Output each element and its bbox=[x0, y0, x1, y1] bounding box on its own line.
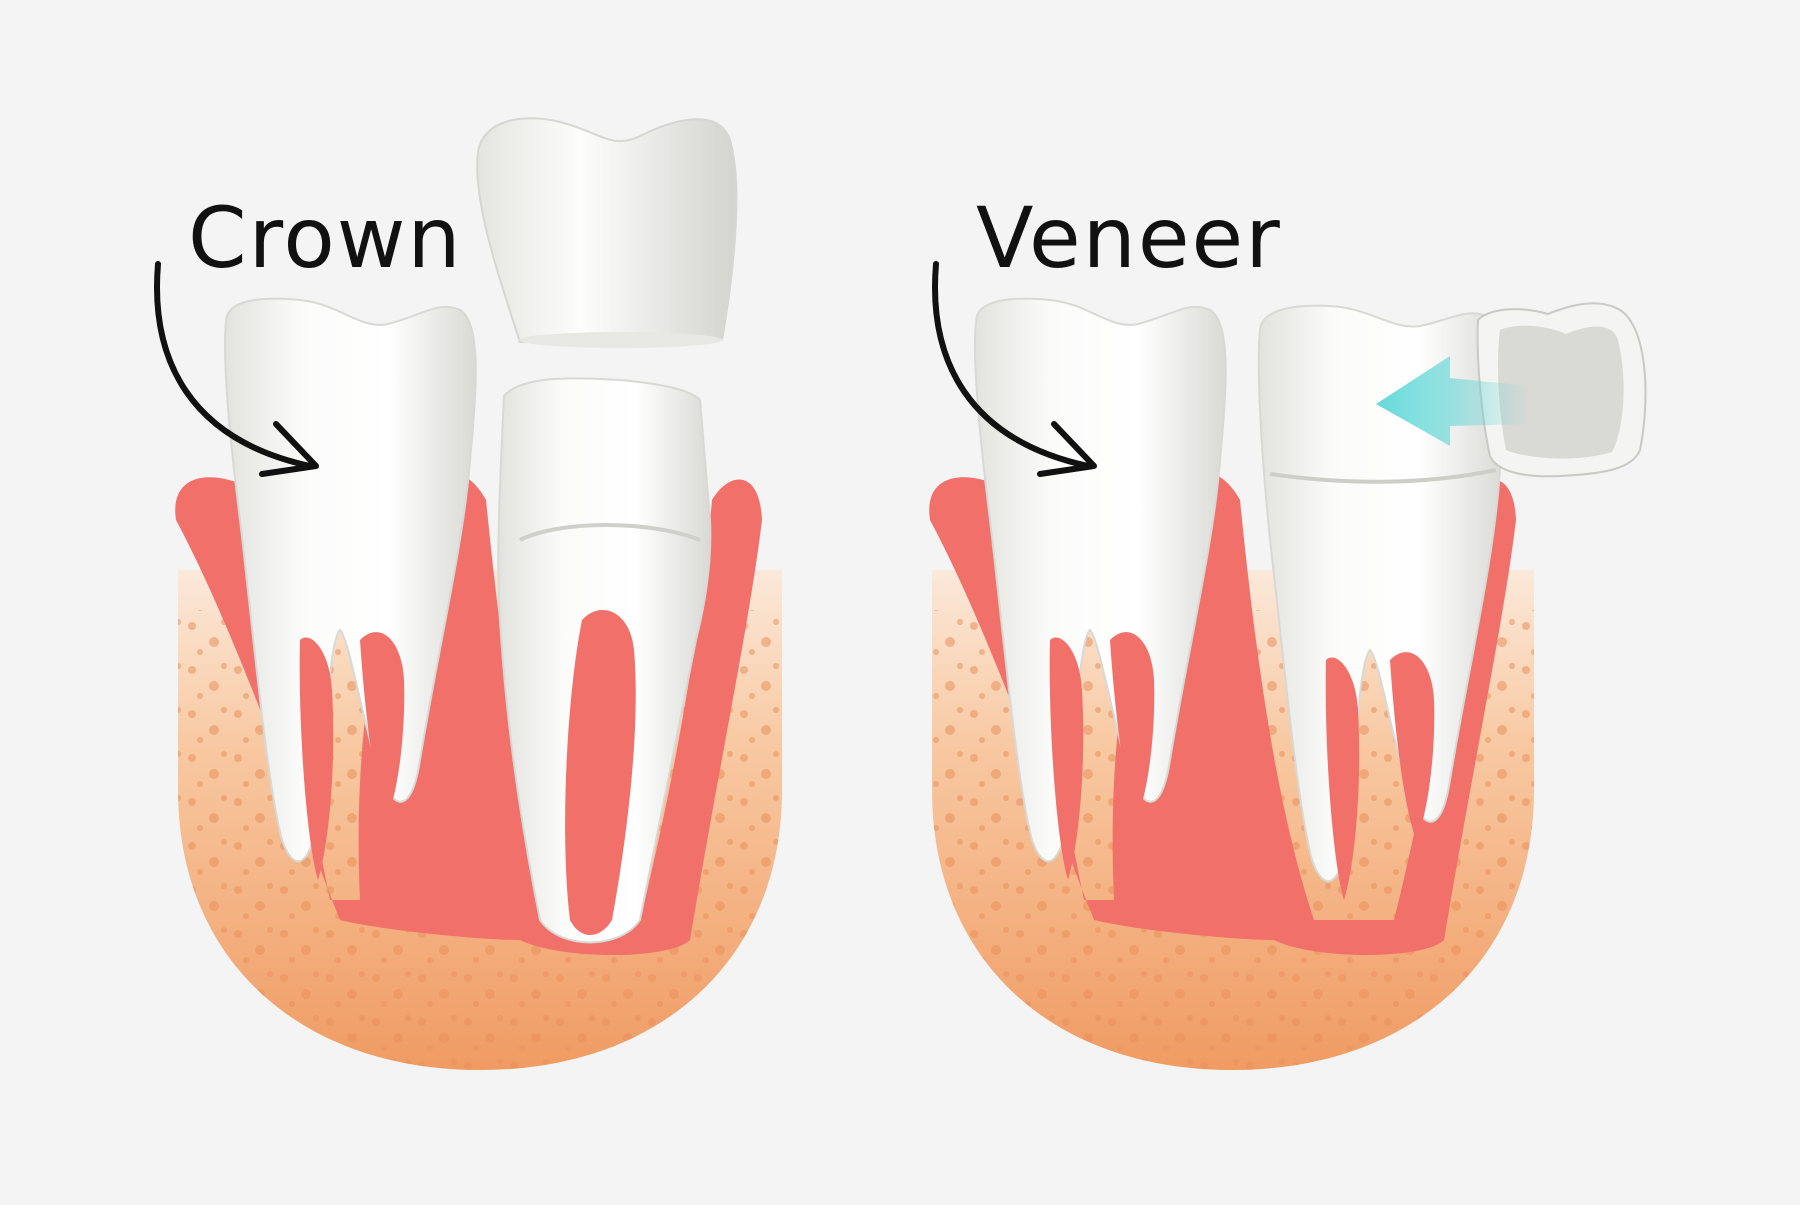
tooth-pulp bbox=[1390, 652, 1435, 840]
crown-cap-rim bbox=[519, 332, 723, 348]
veneer-prep-line bbox=[1269, 468, 1497, 484]
stump-ridge bbox=[519, 523, 701, 542]
crown-panel bbox=[154, 117, 782, 1070]
veneer-panel bbox=[929, 261, 1647, 1070]
crown-label: Crown bbox=[188, 189, 463, 287]
veneer-label: Veneer bbox=[976, 189, 1282, 287]
arrowhead-icon bbox=[259, 421, 319, 477]
tooth-pulp bbox=[360, 632, 405, 820]
tooth-pulp bbox=[1049, 637, 1084, 880]
curved-arrow-icon bbox=[154, 261, 313, 469]
tooth-pulp bbox=[299, 637, 334, 880]
curved-arrow-icon bbox=[932, 261, 1091, 469]
arrowhead-icon bbox=[1037, 421, 1097, 477]
crown-cap-icon bbox=[476, 117, 738, 344]
gum-left bbox=[175, 469, 762, 955]
veneer-shell-inner bbox=[1498, 325, 1624, 459]
prepared-tooth-pulp bbox=[565, 610, 636, 935]
insertion-arrow-icon bbox=[1376, 356, 1530, 446]
gum-right bbox=[929, 469, 1516, 955]
tooth-pulp bbox=[1325, 657, 1360, 900]
tooth-pulp bbox=[1110, 632, 1155, 820]
